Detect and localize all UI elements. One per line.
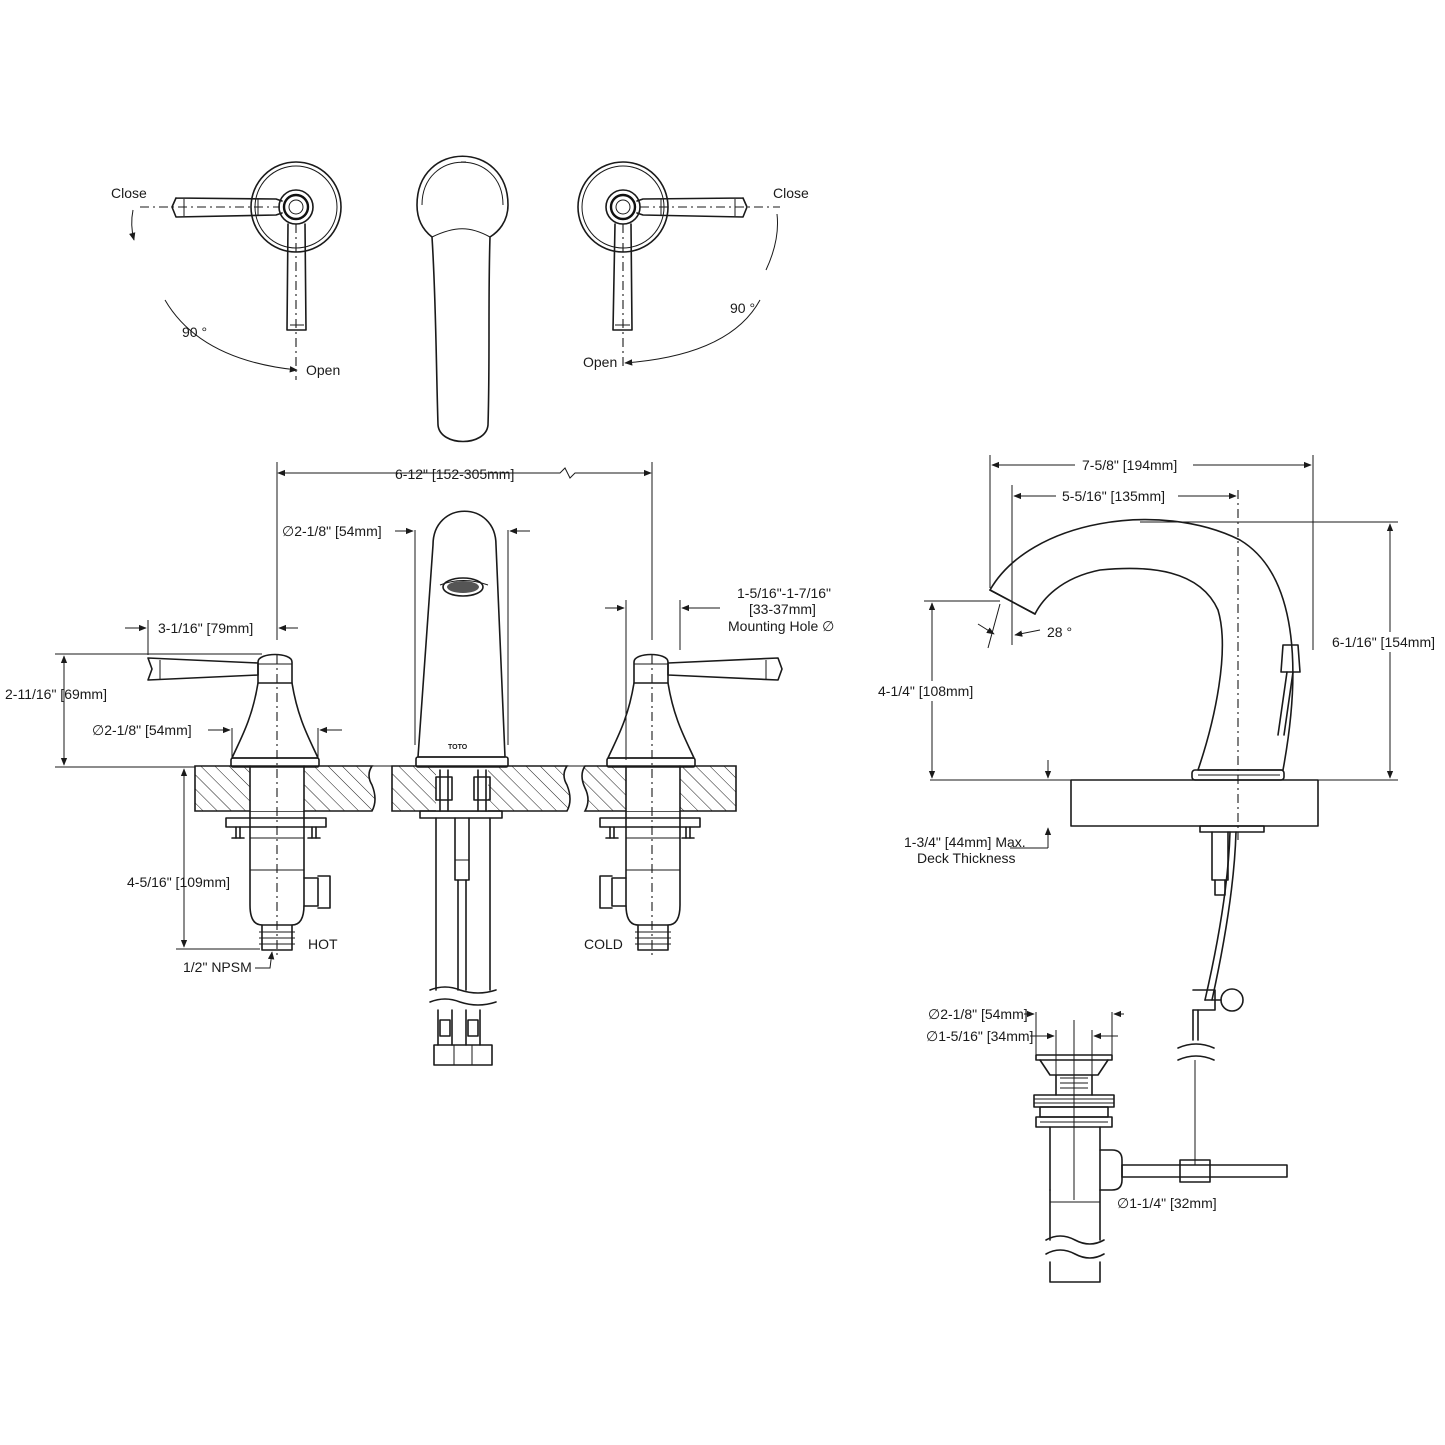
cold-label: COLD	[584, 936, 623, 952]
right-close-label: Close	[773, 185, 809, 201]
hot-label: HOT	[308, 936, 338, 952]
spout-height: 4-1/4" [108mm]	[878, 683, 973, 699]
front-cold-handle	[599, 653, 783, 955]
right-angle-label: 90 °	[730, 300, 755, 316]
front-brand-mark: TOTO	[448, 744, 468, 751]
drain-diameter-outer: ∅2-1/8" [54mm]	[928, 1006, 1028, 1022]
left-angle-label: 90 °	[182, 324, 207, 340]
overall-height: 6-1/16" [154mm]	[1332, 634, 1435, 650]
spread-dimension: 6-12" [152-305mm]	[395, 466, 514, 482]
side-deck	[1070, 779, 1319, 827]
front-hot-handle	[147, 653, 331, 955]
deck-thickness-line1: 1-3/4" [44mm] Max.	[904, 834, 1026, 850]
left-close-label: Close	[111, 185, 147, 201]
top-spout	[416, 155, 509, 443]
left-open-label: Open	[306, 362, 340, 378]
spout-reach: 5-5/16" [135mm]	[1062, 488, 1165, 504]
valve-length: 4-5/16" [109mm]	[127, 874, 230, 890]
handle-base-diameter: ∅2-1/8" [54mm]	[92, 722, 192, 738]
drain-diameter-inner: ∅1-5/16" [34mm]	[926, 1028, 1033, 1044]
handle-height: 2-11/16" [69mm]	[5, 686, 107, 702]
spout-diameter: ∅2-1/8" [54mm]	[282, 523, 382, 539]
npsm-label: 1/2" NPSM	[183, 959, 252, 975]
side-view: 7-5/8" [194mm] 5-5/16" [135mm] 6-1/16" […	[876, 455, 1442, 1283]
top-right-handle: Close Open 90 °	[577, 161, 809, 370]
right-open-label: Open	[583, 354, 617, 370]
front-view: 6-12" [152-305mm]	[5, 462, 834, 1066]
top-view: Close Open 90 ° Close	[111, 155, 809, 443]
spout-angle: 28 °	[1047, 624, 1072, 640]
tailpiece-diameter: ∅1-1/4" [32mm]	[1117, 1195, 1217, 1211]
handle-reach: 3-1/16" [79mm]	[158, 620, 253, 636]
pop-up-drain	[1033, 1012, 1288, 1283]
front-spout: TOTO	[415, 510, 509, 1066]
deck-thickness-line2: Deck Thickness	[917, 850, 1016, 866]
mounting-hole-line3: Mounting Hole ∅	[728, 618, 834, 634]
overall-reach: 7-5/8" [194mm]	[1082, 457, 1177, 473]
mounting-hole-line1: 1-5/16"-1-7/16"	[737, 585, 831, 601]
front-deck	[194, 765, 737, 812]
mounting-hole-line2: [33-37mm]	[749, 601, 816, 617]
top-left-handle: Close Open 90 °	[111, 161, 342, 380]
